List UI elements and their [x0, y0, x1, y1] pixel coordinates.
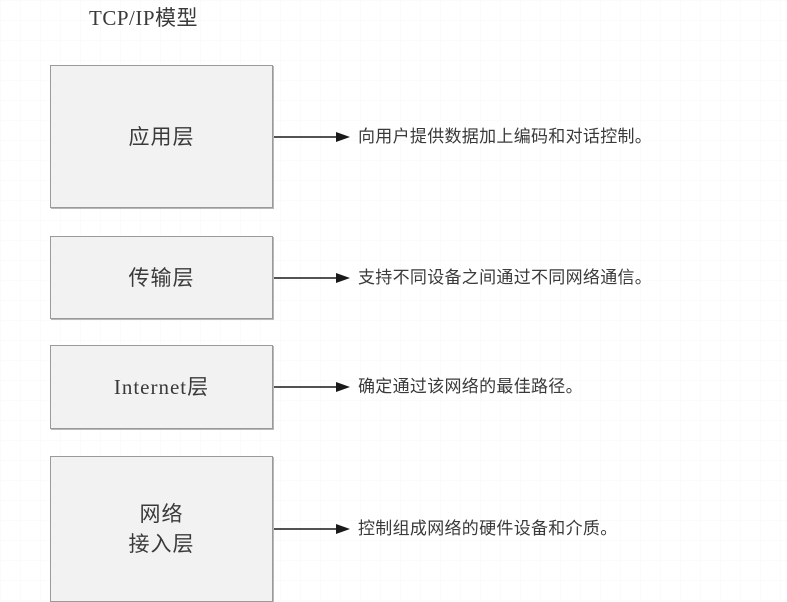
layer-description: 支持不同设备之间通过不同网络通信。: [358, 267, 653, 287]
layer-box-label: 网络 接入层: [128, 502, 195, 556]
arrow-right-icon: [274, 272, 350, 284]
layer-box-network-access[interactable]: 网络 接入层: [50, 456, 273, 602]
layer-box-label: 应用层: [128, 124, 195, 149]
diagram-title: TCP/IP模型: [89, 6, 199, 30]
layer-description: 向用户提供数据加上编码和对话控制。: [358, 126, 653, 146]
layer-box-label: Internet层: [113, 375, 210, 399]
arrow-right-icon: [274, 523, 350, 535]
layer-description: 控制组成网络的硬件设备和介质。: [358, 519, 618, 538]
layer-description: 确定通过该网络的最佳路径。: [358, 377, 583, 396]
layer-box-application[interactable]: 应用层: [50, 65, 273, 208]
arrow-right-icon: [274, 381, 350, 393]
layer-box-internet[interactable]: Internet层: [50, 345, 273, 429]
layer-box-label: 传输层: [128, 265, 195, 290]
arrow-right-icon: [274, 131, 350, 143]
layer-box-transport[interactable]: 传输层: [50, 236, 273, 319]
